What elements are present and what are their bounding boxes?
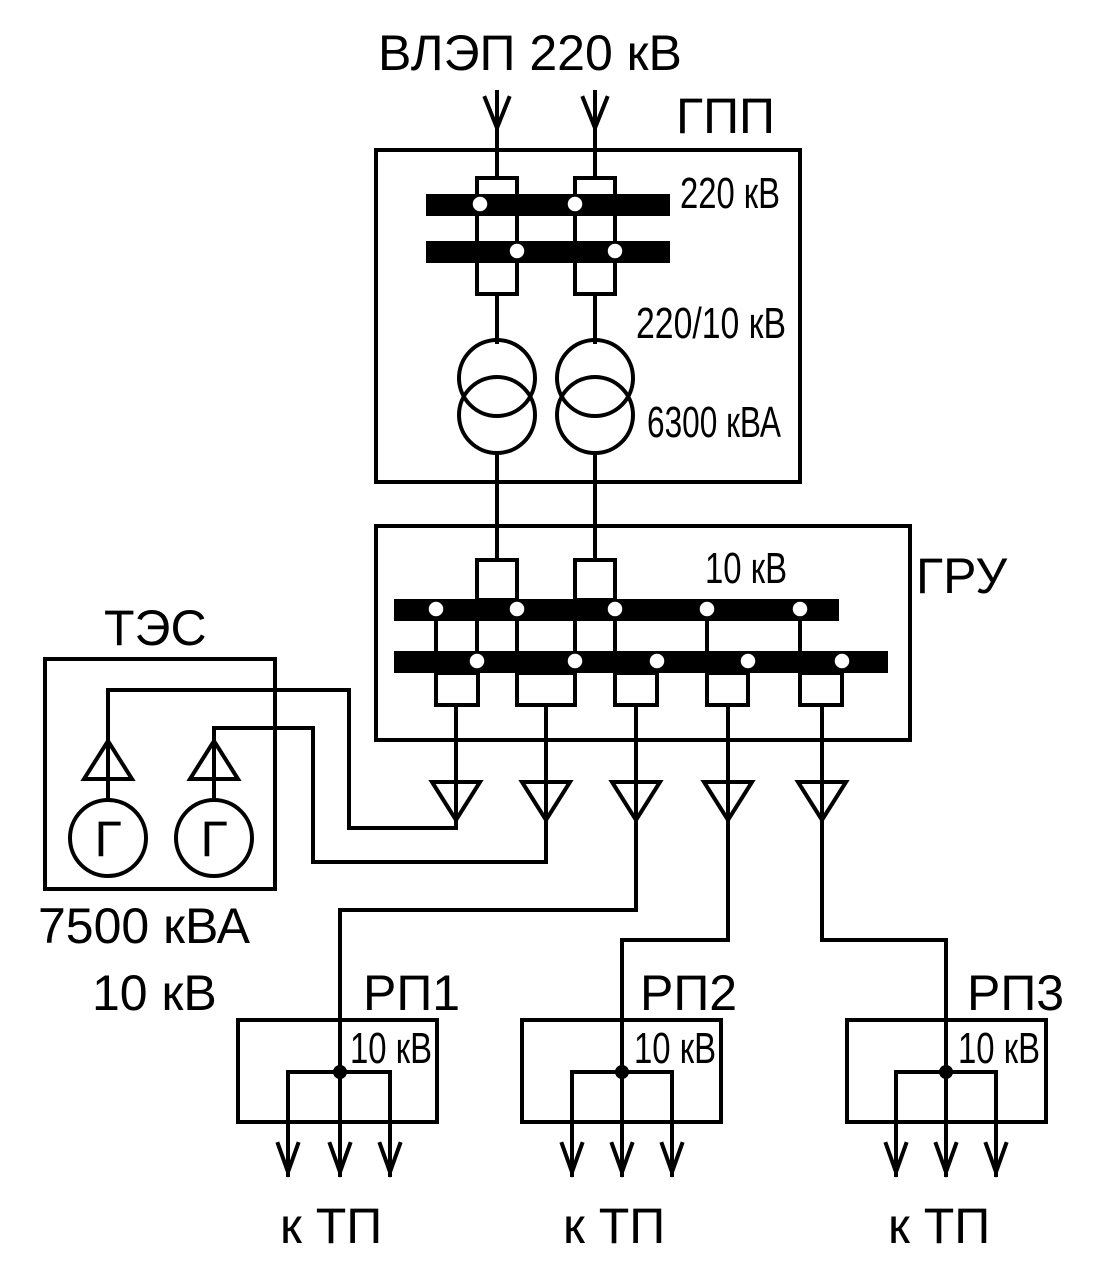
disconnector-dot <box>833 652 851 670</box>
rp3-voltage-label: 10 кВ <box>958 1024 1040 1073</box>
gpp-busbar-1 <box>426 194 670 216</box>
transformer-ratio-label: 220/10 кВ <box>636 299 786 348</box>
generator-1-connection <box>106 688 458 830</box>
gpp-label: ГПП <box>676 88 775 144</box>
disconnector-dot <box>566 195 584 213</box>
rp1-box <box>236 1018 439 1124</box>
disconnector-dot <box>468 652 486 670</box>
disconnector-dot <box>508 242 526 260</box>
line-to-rp2 <box>620 938 730 1074</box>
feeder-1 <box>428 703 484 830</box>
incoming-line-1 <box>482 90 512 180</box>
feeder-2 <box>518 703 574 864</box>
rp2-to-tp-label: к ТП <box>563 1198 665 1254</box>
rp3-label: РП3 <box>967 965 1064 1021</box>
rp1-outgoing <box>275 1065 403 1178</box>
gru-incoming-cell-1 <box>475 558 519 602</box>
feeder-5 <box>794 703 850 942</box>
gpp-busbar-2 <box>426 241 670 263</box>
line-to-rp3 <box>820 938 948 1074</box>
disconnector-dot <box>427 600 445 618</box>
disconnector-dot <box>471 195 489 213</box>
disconnector-dot <box>648 652 666 670</box>
generator-2-connection <box>212 726 548 864</box>
rp2-outgoing <box>559 1065 685 1178</box>
incoming-line-label: ВЛЭП 220 кВ <box>378 25 682 81</box>
disconnector-dot <box>508 600 526 618</box>
feeder-3 <box>608 703 664 912</box>
gru-busbar-2 <box>394 651 888 673</box>
tes-label: ТЭС <box>104 600 207 656</box>
gru-outgoing-cell-3 <box>613 671 659 707</box>
gru-outgoing-cell-4 <box>705 671 750 707</box>
disconnector-dot <box>606 600 624 618</box>
disconnector-dot <box>566 652 584 670</box>
feeder-4 <box>700 703 756 942</box>
disconnector-dot <box>791 600 809 618</box>
generator-g2: Г <box>174 726 254 878</box>
tes-voltage-label: 10 кВ <box>92 965 217 1021</box>
disconnector-dot <box>606 242 624 260</box>
disconnector-dot <box>739 652 757 670</box>
rp1-to-tp-label: к ТП <box>280 1198 382 1254</box>
rp1-voltage-label: 10 кВ <box>350 1024 432 1073</box>
gru-outgoing-cell-2 <box>515 671 577 707</box>
gru-box <box>374 524 912 742</box>
gru-outgoing-cell-5 <box>798 671 844 707</box>
gru-bus-voltage-label: 10 кВ <box>705 544 787 593</box>
tes-box <box>43 657 277 891</box>
gru-label: ГРУ <box>916 548 1007 604</box>
generator-g1: Г <box>68 688 148 878</box>
rp2-label: РП2 <box>640 965 737 1021</box>
transformer-power-label: 6300 кВА <box>647 398 781 447</box>
gru-outgoing-cell-1 <box>434 671 480 707</box>
rp3-outgoing <box>883 1065 1009 1178</box>
transformer-t2 <box>555 338 635 562</box>
incoming-line-2 <box>580 90 610 180</box>
tes-power-label: 7500 кВА <box>38 898 251 954</box>
gpp-bus-voltage-label: 220 кВ <box>680 169 780 218</box>
rp3-to-tp-label: к ТП <box>888 1198 990 1254</box>
disconnector-dot <box>698 600 716 618</box>
transformer-t1 <box>457 338 537 562</box>
rp1-label: РП1 <box>363 965 460 1021</box>
generator-symbol: Г <box>200 811 227 867</box>
generator-symbol: Г <box>94 811 121 867</box>
gpp-box <box>374 148 802 484</box>
rp2-voltage-label: 10 кВ <box>634 1024 716 1073</box>
gru-incoming-cell-2 <box>573 558 617 602</box>
